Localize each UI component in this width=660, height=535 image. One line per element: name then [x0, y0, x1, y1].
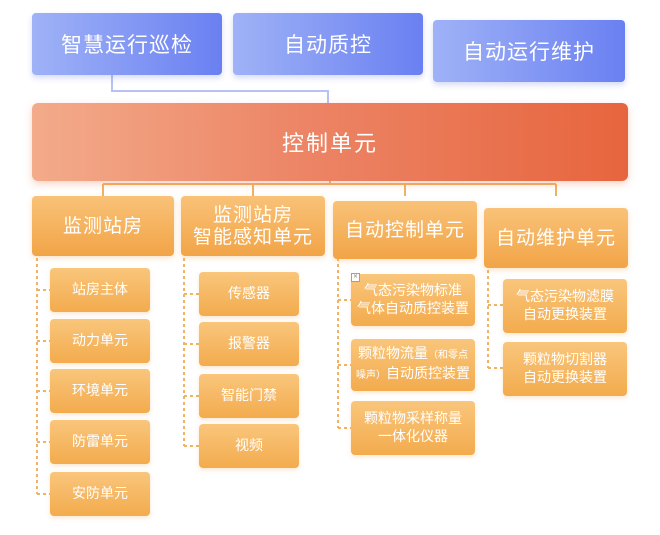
inspection-label: 智慧运行巡检	[61, 33, 193, 57]
smart-item-alarm: 报警器	[199, 322, 299, 366]
selection-marker-icon: ×	[351, 273, 360, 282]
control-item-gas-qc-line1: 气态污染物标准	[364, 283, 462, 299]
smart-item-label: 智能门禁	[221, 388, 277, 404]
category-auto-maint-label: 自动维护单元	[495, 227, 616, 249]
station-item-lightning: 防雷单元	[50, 420, 150, 464]
maint-item-filter-line2: 自动更换装置	[523, 307, 607, 323]
station-tree-lines	[36, 258, 50, 495]
category-smart-station-line2: 智能感知单元	[192, 226, 313, 248]
auto-maintenance-box: 自动运行维护	[433, 20, 625, 82]
control-item-pm-flow: 颗粒物流量（和零点 噪声）自动质控装置	[351, 339, 475, 391]
control-item-gas-qc-line2: 气体自动质控装置	[357, 301, 469, 317]
control-item-pm-weigh-line2: 一体化仪器	[378, 429, 448, 445]
category-auto-control-label: 自动控制单元	[344, 219, 465, 241]
station-item-environment: 环境单元	[50, 369, 150, 413]
station-item-label: 动力单元	[72, 333, 128, 349]
category-auto-control: 自动控制单元	[333, 201, 477, 259]
category-station-label: 监测站房	[62, 215, 143, 237]
connector-top-to-control	[111, 75, 329, 103]
smart-item-label: 视频	[235, 438, 263, 454]
auto-maintenance-label: 自动运行维护	[463, 40, 595, 64]
smart-item-video: 视频	[199, 424, 299, 468]
category-smart-station: 监测站房 智能感知单元	[181, 196, 325, 256]
pm-flow-note-1: （和零点	[428, 350, 468, 361]
smart-item-sensor: 传感器	[199, 272, 299, 316]
pm-flow-main-label: 颗粒物流量	[358, 346, 428, 362]
station-item-security: 安防单元	[50, 472, 150, 516]
control-unit-label: 控制单元	[281, 132, 378, 157]
maint-item-filter-line1: 气态污染物滤膜	[516, 289, 614, 305]
maint-item-cutter: 颗粒物切割器 自动更换装置	[503, 342, 627, 396]
station-item-main: 站房主体	[50, 268, 150, 312]
smart-item-label: 报警器	[228, 336, 270, 352]
category-smart-station-line1: 监测站房	[212, 204, 293, 226]
smart-item-label: 传感器	[228, 286, 270, 302]
smart-tree-lines	[183, 258, 199, 447]
maint-tree-lines	[487, 258, 503, 369]
control-item-pm-flow-line1: 颗粒物流量（和零点	[358, 345, 468, 365]
station-item-label: 站房主体	[72, 282, 128, 298]
station-item-label: 安防单元	[72, 486, 128, 502]
control-unit-box: 控制单元	[32, 103, 628, 181]
control-item-pm-weigh-line1: 颗粒物采样称量	[364, 411, 462, 427]
station-item-label: 防雷单元	[72, 434, 128, 450]
inspection-box: 智慧运行巡检	[32, 13, 222, 75]
auto-qc-label: 自动质控	[284, 33, 372, 57]
smart-item-access-control: 智能门禁	[199, 374, 299, 418]
pm-flow-qc-label: 自动质控装置	[386, 366, 470, 382]
control-item-gas-qc: 气态污染物标准 气体自动质控装置	[351, 274, 475, 326]
pm-flow-note-2: 噪声）	[356, 370, 386, 381]
maint-item-filter: 气态污染物滤膜 自动更换装置	[503, 279, 627, 333]
maint-item-cutter-line1: 颗粒物切割器	[523, 352, 607, 368]
category-auto-maint: 自动维护单元	[484, 208, 628, 268]
control-tree-lines	[337, 258, 351, 429]
control-item-pm-flow-line2: 噪声）自动质控装置	[356, 365, 470, 385]
control-item-pm-weigh: 颗粒物采样称量 一体化仪器	[351, 401, 475, 455]
auto-qc-box: 自动质控	[233, 13, 423, 75]
station-item-power: 动力单元	[50, 319, 150, 363]
category-station: 监测站房	[32, 196, 174, 256]
maint-item-cutter-line2: 自动更换装置	[523, 370, 607, 386]
station-item-label: 环境单元	[72, 383, 128, 399]
